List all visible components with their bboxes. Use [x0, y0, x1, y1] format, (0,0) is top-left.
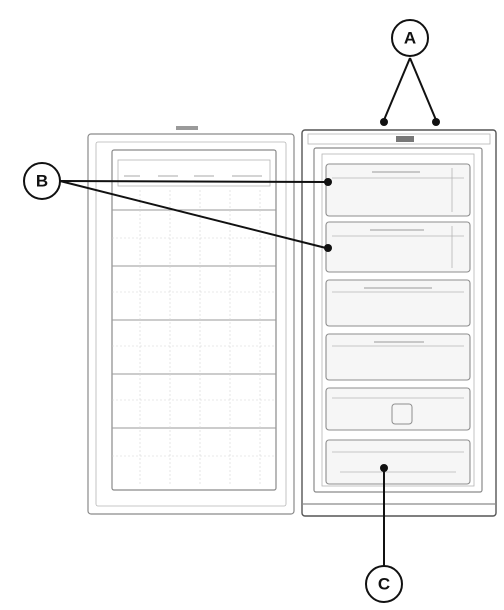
top-control-strip [307, 133, 491, 145]
callout-b-circle [23, 162, 61, 200]
freezer-drawers [325, 163, 471, 485]
callout-a-dot-right [432, 118, 440, 126]
door-label-strip [117, 159, 271, 187]
cabinet-inner-wall [321, 153, 475, 487]
callout-c: C [365, 464, 403, 603]
callout-b: B [23, 162, 332, 252]
drawer-bottom [325, 439, 471, 485]
callout-c-circle [365, 565, 403, 603]
callout-a-dot-left [380, 118, 388, 126]
callout-b-dot-upper [324, 178, 332, 186]
freezer-cabinet [301, 129, 497, 517]
freezer-door [87, 126, 295, 515]
door-sections [112, 209, 276, 429]
drawer-5 [325, 387, 471, 431]
drawer-4 [325, 333, 471, 381]
drawer-5-handle [391, 403, 413, 425]
callout-b-dot-lower [324, 244, 332, 252]
door-grid [112, 190, 276, 486]
callout-a-label: A [404, 29, 416, 48]
drawer-3 [325, 279, 471, 327]
cabinet-liner [313, 147, 483, 493]
control-panel [396, 136, 414, 142]
callout-b-label: B [36, 172, 48, 191]
callout-c-label: C [378, 575, 390, 594]
callout-c-dot [380, 464, 388, 472]
door-hinge [176, 126, 198, 130]
drawer-2 [325, 221, 471, 273]
drawer-1 [325, 163, 471, 217]
callout-a-circle [391, 19, 429, 57]
callout-a: A [380, 19, 440, 126]
